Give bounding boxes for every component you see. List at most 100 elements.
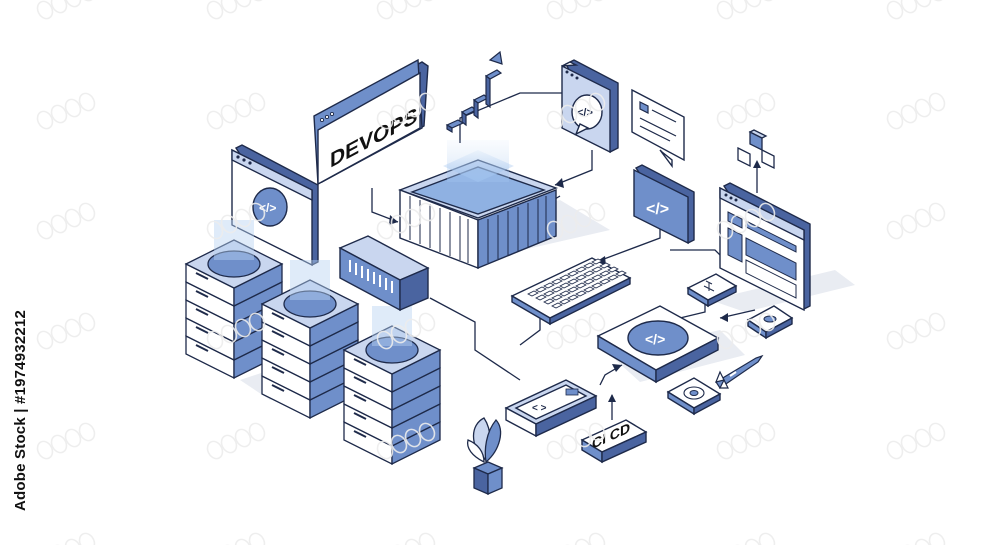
watermark-mark: [418, 422, 436, 442]
bug-tile-icon: [746, 305, 794, 340]
watermark-mark: [376, 0, 394, 20]
watermark-mark: [234, 0, 252, 8]
keyboard-key: [567, 278, 579, 285]
watermark-mark: [64, 0, 82, 8]
keyboard-key: [599, 270, 611, 277]
watermark-mark: [886, 220, 904, 240]
watermark-mark: [914, 98, 932, 118]
devops-banner: DEVOPS: [313, 58, 429, 186]
keyboard-key: [543, 282, 555, 289]
watermark-mark: [758, 312, 776, 332]
watermark-mark: [914, 428, 932, 448]
watermark-mark: [758, 532, 776, 545]
potted-plant: [466, 417, 504, 495]
watermark-mark: [220, 214, 238, 234]
server-led: [353, 394, 367, 402]
keyboard-key: [583, 286, 595, 293]
watermark-mark: [418, 92, 436, 112]
watermark-mark: [560, 104, 578, 124]
watermark-mark: [220, 0, 238, 14]
watermark-mark: [248, 312, 266, 332]
watermark-mark: [404, 428, 422, 448]
watermark-mark: [900, 0, 918, 14]
target-tile-icon: [666, 377, 722, 416]
watermark-mark: [758, 202, 776, 222]
server-stacks: [184, 220, 442, 466]
server-led: [353, 412, 367, 420]
platform-code-symbol: </>: [645, 331, 665, 347]
server-led: [271, 366, 285, 374]
watermark-mark: [36, 440, 54, 460]
watermark-mark: [546, 110, 564, 130]
server-led: [353, 376, 367, 384]
server-led: [271, 312, 285, 320]
watermark-mark: [886, 0, 904, 20]
watermark-mark: [50, 214, 68, 234]
watermark-mark: [234, 318, 252, 338]
keyboard-key: [607, 274, 619, 281]
watermark-mark: [390, 0, 408, 14]
server-led: [271, 330, 285, 338]
watermark-pattern: [36, 0, 946, 545]
code-block-icon: </>: [633, 164, 695, 245]
watermark-mark: [206, 0, 224, 20]
watermark-mark: [744, 208, 762, 228]
watermark-mark: [546, 220, 564, 240]
watermark-mark: [886, 440, 904, 460]
watermark-mark: [418, 202, 436, 222]
keyboard-key: [543, 298, 555, 305]
watermark-mark: [404, 208, 422, 228]
code-platform: </>: [596, 305, 720, 384]
keyboard-key: [583, 262, 595, 269]
watermark-mark: [376, 330, 394, 350]
stock-id-watermark: Adobe Stock | #1974932212: [6, 300, 34, 520]
watermark-mark: [404, 98, 422, 118]
watermark-mark: [574, 98, 592, 118]
watermark-mark: [78, 532, 96, 545]
watermark-mark: [730, 104, 748, 124]
watermark-mark: [64, 428, 82, 448]
watermark-mark: [78, 422, 96, 442]
tablet-code-symbol: < >: [532, 403, 547, 414]
watermark-mark: [914, 208, 932, 228]
watermark-mark: [900, 324, 918, 344]
watermark-mark: [64, 98, 82, 118]
watermark-mark: [886, 110, 904, 130]
watermark-mark: [744, 318, 762, 338]
watermark-mark: [206, 330, 224, 350]
watermark-mark: [376, 440, 394, 460]
watermark-mark: [248, 532, 266, 545]
watermark-mark: [390, 434, 408, 454]
keyboard-key: [607, 266, 619, 273]
stock-id-text: Adobe Stock | #1974932212: [11, 309, 29, 511]
keyboard-key: [551, 302, 563, 309]
watermark-mark: [716, 330, 734, 350]
tablet-device: < >: [504, 379, 598, 438]
watermark-mark: [376, 110, 394, 130]
rack-unit: [338, 235, 430, 312]
watermark-mark: [928, 532, 946, 545]
watermark-mark: [546, 330, 564, 350]
code-window-left: </>: [231, 144, 319, 267]
watermark-mark: [900, 104, 918, 124]
server-led: [195, 290, 209, 298]
watermark-mark: [574, 208, 592, 228]
watermark-mark: [36, 220, 54, 240]
keyboard-key: [567, 270, 579, 277]
watermark-mark: [588, 312, 606, 332]
watermark-mark: [744, 428, 762, 448]
keyboard-key: [599, 262, 611, 269]
watermark-mark: [234, 428, 252, 448]
watermark-mark: [758, 92, 776, 112]
watermark-mark: [546, 0, 564, 20]
watermark-mark: [588, 532, 606, 545]
watermark-mark: [206, 110, 224, 130]
watermark-mark: [574, 318, 592, 338]
watermark-mark: [744, 98, 762, 118]
watermark-mark: [730, 434, 748, 454]
watermark-mark: [588, 202, 606, 222]
watermark-mark: [36, 330, 54, 350]
watermark-mark: [900, 434, 918, 454]
watermark-mark: [730, 0, 748, 14]
